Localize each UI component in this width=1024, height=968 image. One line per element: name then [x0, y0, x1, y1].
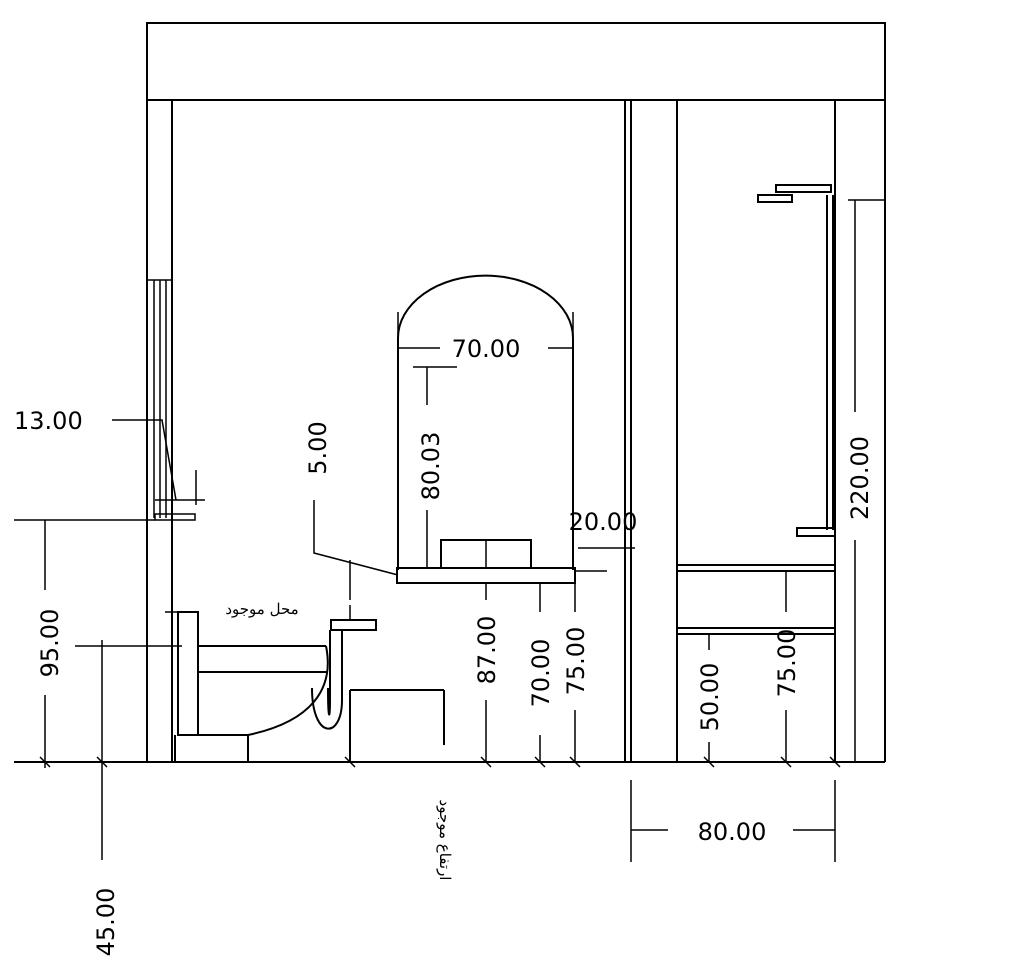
dim-95: 95.00 [36, 609, 64, 678]
dim-220: 220.00 [846, 436, 874, 520]
arched-mirror [397, 274, 574, 570]
base-cabinet [349, 689, 445, 762]
window-frame [147, 279, 196, 521]
wall-faucet [330, 560, 377, 631]
partition-wall [624, 100, 678, 762]
dimension-lines [14, 199, 885, 862]
dim-75-vanity: 75.00 [562, 627, 590, 696]
dim-20: 20.00 [569, 508, 638, 536]
dim-75-shower: 75.00 [773, 629, 801, 698]
dim-70-mirror-width: 70.00 [452, 335, 521, 363]
dim-13: 13.00 [14, 407, 83, 435]
drain-trap [311, 630, 343, 730]
dim-80-03: 80.03 [417, 432, 445, 501]
shower-rail [796, 195, 836, 537]
dim-70: 70.00 [527, 639, 555, 708]
vanity-counter [396, 539, 607, 584]
dim-5: 5.00 [304, 421, 332, 474]
note-existing-location: محل موجود [225, 600, 298, 618]
shower-shelves [676, 564, 836, 635]
dim-80: 80.00 [698, 818, 767, 846]
dim-87: 87.00 [473, 616, 501, 685]
dim-45: 45.00 [92, 888, 120, 957]
shower-head [757, 184, 832, 203]
right-wall [834, 100, 886, 762]
left-wall [146, 100, 173, 762]
ceiling-beam [146, 22, 886, 101]
note-existing-height: ارتفاع موجود [436, 800, 454, 881]
toilet [174, 611, 329, 762]
dim-50: 50.00 [696, 663, 724, 732]
